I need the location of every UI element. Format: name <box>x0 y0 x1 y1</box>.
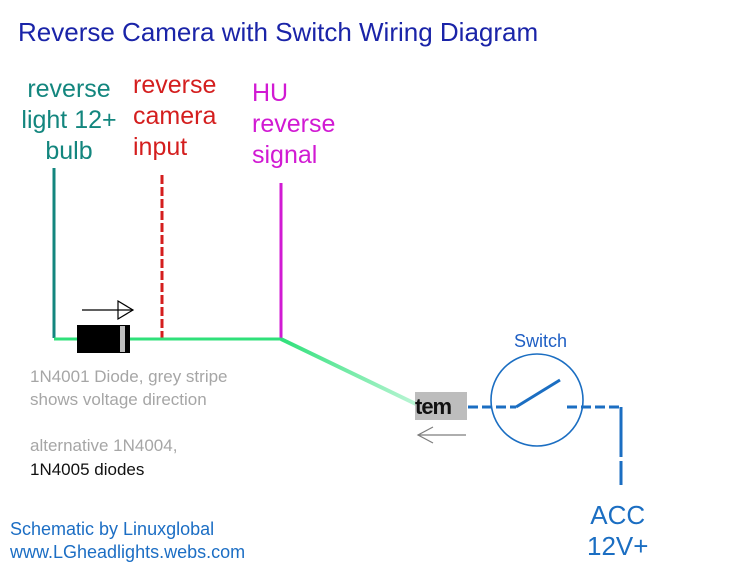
alternative-diodes-note: alternative 1N4004, 1N4005 diodes <box>30 434 177 482</box>
switch-lever <box>515 378 561 409</box>
reverse-camera-label-line: camera <box>133 102 217 130</box>
acc-label: ACC 12V+ <box>587 500 648 562</box>
diode-note-line: 1N4001 Diode, grey stripe <box>30 367 228 386</box>
hu-label-line: HU <box>252 79 289 107</box>
acc-label-line: 12V+ <box>587 531 649 561</box>
reverse-light-label-line: light 12+ <box>21 106 117 134</box>
diagram-title: Reverse Camera with Switch Wiring Diagra… <box>18 17 539 47</box>
reverse-light-label-line: reverse <box>27 75 111 103</box>
switch-circle <box>490 353 584 447</box>
alternative-note-line: 1N4005 diodes <box>30 460 145 479</box>
diode-stripe <box>120 326 125 352</box>
diagonal-wire <box>280 337 421 408</box>
hu-reverse-signal-label: HU reverse signal <box>252 78 335 171</box>
left-arrow <box>416 426 466 444</box>
reverse-camera-label-line: reverse <box>133 71 217 99</box>
alternative-note-line: alternative 1N4004, <box>30 436 178 455</box>
diode-note: 1N4001 Diode, grey stripe shows voltage … <box>30 365 228 411</box>
diode-note-line: shows voltage direction <box>30 390 207 409</box>
reverse-light-label-line: bulb <box>45 137 93 165</box>
hu-label-line: reverse <box>252 110 336 138</box>
credit-block: Schematic by Linuxglobal www.LGheadlight… <box>10 518 245 564</box>
acc-label-line: ACC <box>590 500 646 530</box>
image-watermark-fragment: tem <box>415 392 467 420</box>
switch-label: Switch <box>514 331 568 351</box>
watermark-text: tem <box>415 394 452 419</box>
reverse-camera-label-line: input <box>133 133 188 161</box>
credit-website: www.LGheadlights.webs.com <box>10 542 246 562</box>
credit-author: Schematic by Linuxglobal <box>10 519 215 539</box>
reverse-camera-label: reverse camera input <box>133 70 216 163</box>
diode-direction-arrow <box>82 299 135 321</box>
reverse-light-label: reverse light 12+ bulb <box>10 74 128 167</box>
hu-label-line: signal <box>252 141 318 169</box>
